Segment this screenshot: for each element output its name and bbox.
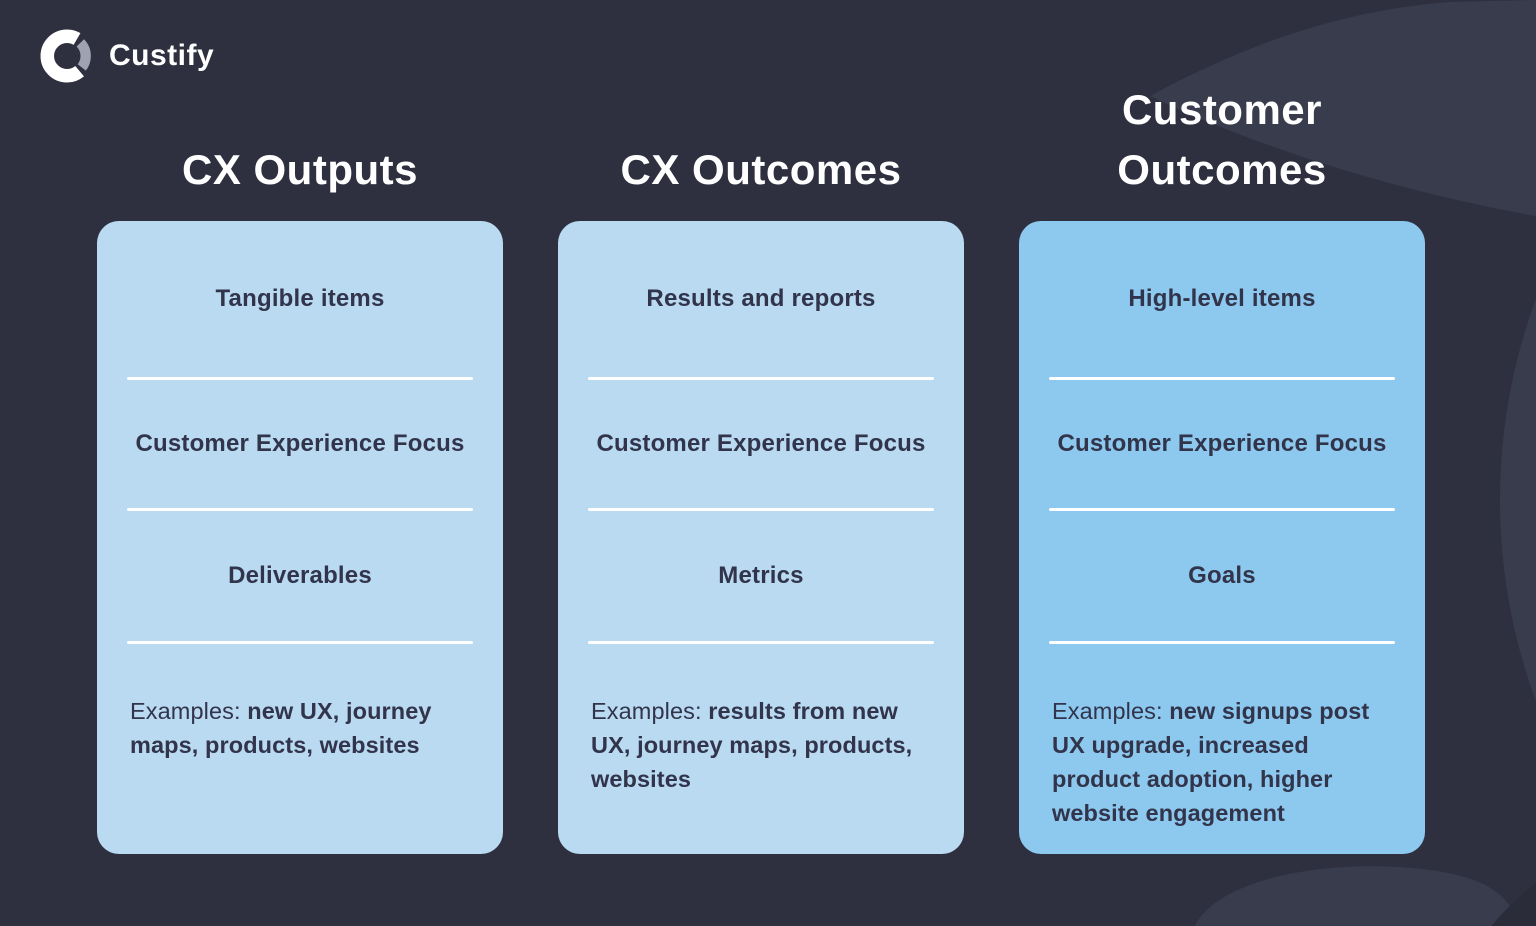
column-title: CX Outputs bbox=[97, 60, 503, 200]
card-cx-outcomes: Results and reports Customer Experience … bbox=[558, 221, 964, 854]
card-row: Results and reports bbox=[646, 285, 876, 312]
examples-label: Examples: bbox=[130, 698, 241, 724]
card-customer-outcomes: High-level items Customer Experience Foc… bbox=[1019, 221, 1425, 854]
column-title-line: CX Outputs bbox=[182, 146, 418, 193]
examples: Examples: new signups post UX upgrade, i… bbox=[1052, 694, 1392, 830]
divider bbox=[588, 377, 934, 380]
brand-header: Custify bbox=[40, 29, 214, 83]
column-cx-outcomes: CX Outcomes Results and reports Customer… bbox=[558, 60, 964, 854]
examples-text: new UX, journey maps, products, websites bbox=[130, 698, 432, 758]
card-cx-outputs: Tangible items Customer Experience Focus… bbox=[97, 221, 503, 854]
divider bbox=[127, 641, 473, 644]
custify-logo-icon bbox=[40, 29, 94, 83]
divider bbox=[1049, 377, 1395, 380]
card-row: Customer Experience Focus bbox=[596, 430, 926, 457]
column-title-line: Customer bbox=[1121, 86, 1323, 133]
brand-name: Custify bbox=[109, 39, 215, 72]
divider bbox=[127, 377, 473, 380]
examples-label: Examples: bbox=[1052, 698, 1163, 724]
column-title-line: CX Outcomes bbox=[620, 146, 902, 193]
card-row: Deliverables bbox=[228, 562, 372, 589]
card-row: Metrics bbox=[718, 562, 804, 589]
card-row: Customer Experience Focus bbox=[135, 430, 465, 457]
divider bbox=[127, 508, 473, 511]
column-customer-outcomes: Customer Outcomes High-level items Custo… bbox=[1019, 60, 1425, 854]
card-row: High-level items bbox=[1128, 285, 1316, 312]
decor-top-right-swoosh bbox=[1150, 0, 1536, 216]
divider bbox=[588, 641, 934, 644]
comparison-columns: CX Outputs Tangible items Customer Exper… bbox=[97, 60, 1425, 854]
column-cx-outputs: CX Outputs Tangible items Customer Exper… bbox=[97, 60, 503, 854]
divider bbox=[588, 508, 934, 511]
examples-label: Examples: bbox=[591, 698, 702, 724]
examples: Examples: new UX, journey maps, products… bbox=[130, 694, 470, 762]
column-title: CX Outcomes bbox=[558, 60, 964, 200]
card-row: Goals bbox=[1188, 562, 1256, 589]
column-title: Customer Outcomes bbox=[1019, 60, 1425, 200]
card-row: Customer Experience Focus bbox=[1057, 430, 1387, 457]
examples-text: results from new UX, journey maps, produ… bbox=[591, 698, 913, 792]
examples: Examples: results from new UX, journey m… bbox=[591, 694, 931, 796]
decor-bottom-right-dark-circle bbox=[1491, 883, 1536, 926]
decor-bottom-swoosh bbox=[1195, 866, 1518, 926]
divider bbox=[1049, 641, 1395, 644]
decor-right-circle bbox=[1500, 299, 1536, 701]
card-row: Tangible items bbox=[215, 285, 385, 312]
column-title-line: Outcomes bbox=[1117, 146, 1327, 193]
examples-text: new signups post UX upgrade, increased p… bbox=[1052, 698, 1370, 826]
divider bbox=[1049, 508, 1395, 511]
